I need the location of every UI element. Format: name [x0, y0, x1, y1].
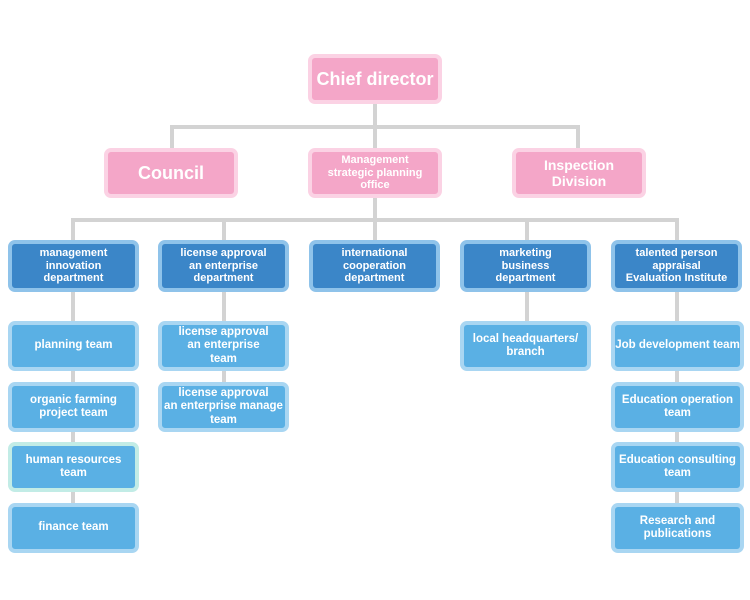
team-box-license-approval[interactable]: license approval an enterprise team	[158, 321, 289, 371]
council-box[interactable]: Council	[104, 148, 238, 198]
inspection-division-box[interactable]: Inspection Division	[512, 148, 646, 198]
chief-director-box[interactable]: Chief director	[308, 54, 442, 104]
department-box-evaluation-institute[interactable]: talented person appraisal Evaluation Ins…	[611, 240, 742, 292]
team-box-planning[interactable]: planning team	[8, 321, 139, 371]
department-box-management-innovation[interactable]: management innovation department	[8, 240, 139, 292]
team-box-education-operation[interactable]: Education operation team	[611, 382, 744, 432]
team-box-research-publications[interactable]: Research and publications	[611, 503, 744, 553]
department-box-license-approval[interactable]: license approval an enterprise departmen…	[158, 240, 289, 292]
team-box-license-manage[interactable]: license approval an enterprise manage te…	[158, 382, 289, 432]
department-box-international-cooperation[interactable]: international cooperation department	[309, 240, 440, 292]
team-box-education-consulting[interactable]: Education consulting team	[611, 442, 744, 492]
team-box-organic-farming[interactable]: organic farming project team	[8, 382, 139, 432]
team-box-human-resources[interactable]: human resources team	[8, 442, 139, 492]
team-box-job-development[interactable]: Job development team	[611, 321, 744, 371]
team-box-finance[interactable]: finance team	[8, 503, 139, 553]
team-box-local-headquarters[interactable]: local headquarters/ branch	[460, 321, 591, 371]
management-office-box[interactable]: Management strategic planning office	[308, 148, 442, 198]
department-box-marketing-business[interactable]: marketing business department	[460, 240, 591, 292]
